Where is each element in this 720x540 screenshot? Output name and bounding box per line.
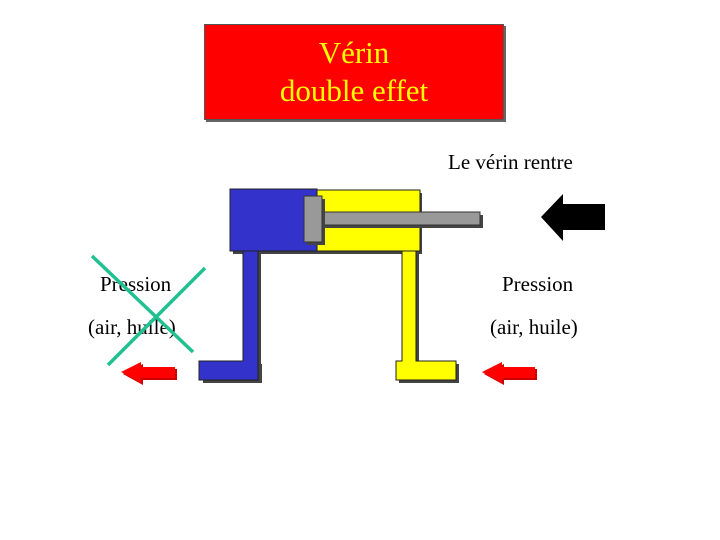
title-line-1: Vérin xyxy=(318,35,390,70)
motion-caption: Le vérin rentre xyxy=(448,150,573,174)
right-port-label: Pression xyxy=(502,272,574,296)
left-port-sublabel: (air, huile) xyxy=(88,315,176,339)
title-line-2: double effet xyxy=(279,73,429,108)
left-chamber xyxy=(198,188,318,381)
motion-arrow-icon xyxy=(541,194,605,241)
right-flow-arrow-icon xyxy=(482,362,537,385)
title-box: Vérin double effet xyxy=(204,24,504,120)
left-flow-arrow-icon xyxy=(121,362,177,385)
right-port-sublabel: (air, huile) xyxy=(490,315,578,339)
piston xyxy=(303,195,483,245)
